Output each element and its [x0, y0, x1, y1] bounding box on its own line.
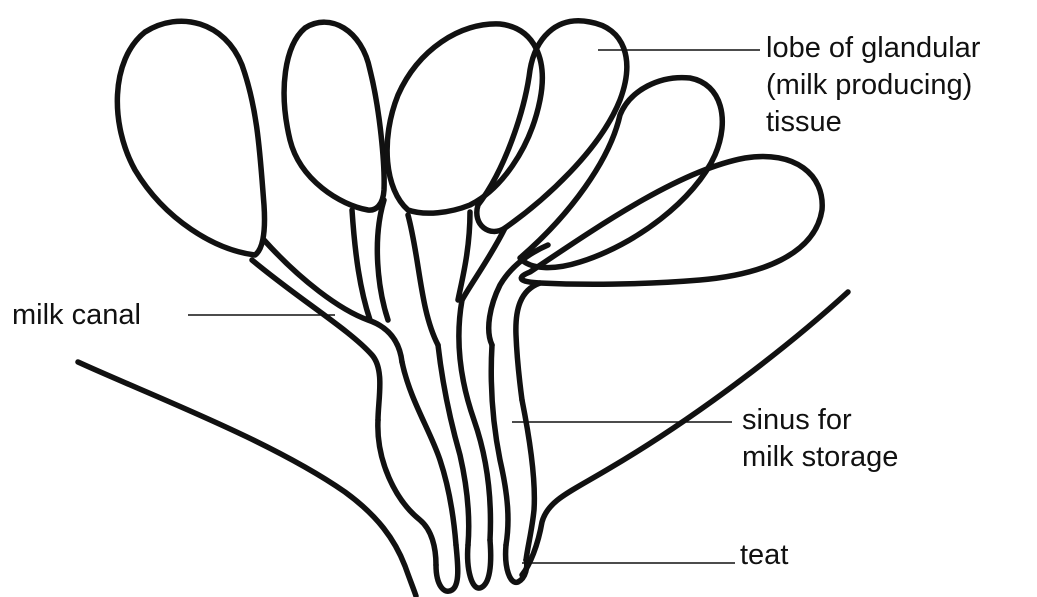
label-lobe-line-1: lobe of glandular [766, 30, 980, 67]
sinus-right [491, 345, 508, 545]
lobe-1 [117, 21, 264, 255]
sinus-centre-inner [459, 300, 491, 540]
sinus-left [378, 420, 436, 565]
canal-lobe-2 [352, 210, 370, 320]
udder-skin-left [78, 362, 416, 596]
label-sinus-for-milk-storage: sinus for milk storage [742, 402, 898, 476]
label-teat: teat [740, 537, 788, 574]
label-lobe-of-glandular-tissue: lobe of glandular (milk producing) tissu… [766, 30, 980, 141]
canal-lobe-2b [377, 200, 388, 320]
sinus-right-outer [522, 400, 534, 560]
label-lobe-line-2: (milk producing) [766, 67, 980, 104]
canal-lobe-6 [516, 283, 540, 400]
teat-left [436, 545, 458, 591]
canal-lobe-3 [408, 215, 438, 345]
label-sinus-line-1: sinus for [742, 402, 898, 439]
sinus-left-inner [402, 362, 456, 545]
lobe-2 [284, 22, 384, 210]
label-lobe-line-3: tissue [766, 104, 980, 141]
teat-centre [468, 540, 491, 588]
label-sinus-line-2: milk storage [742, 439, 898, 476]
lobe-4 [477, 21, 627, 232]
label-milk-canal: milk canal [12, 297, 141, 334]
